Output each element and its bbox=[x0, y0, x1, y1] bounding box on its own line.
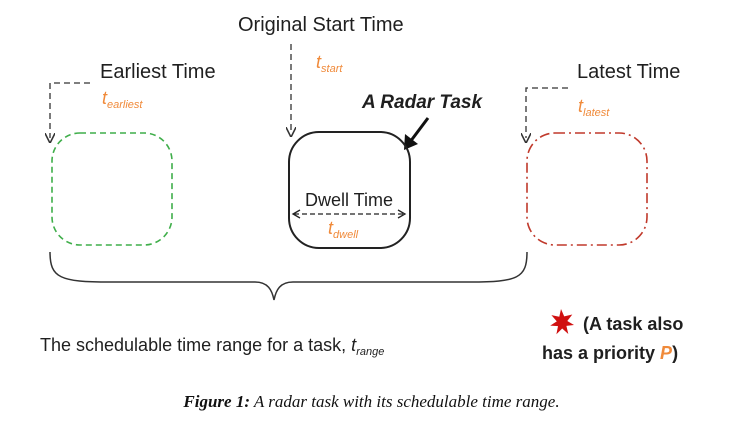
caption-text: A radar task with its schedulable time r… bbox=[249, 392, 560, 411]
t-dwell-symbol: tdwell bbox=[328, 218, 359, 241]
dwell-arrow-right bbox=[397, 209, 407, 219]
latest-time-arrow bbox=[526, 87, 568, 138]
time-range-brace bbox=[49, 251, 528, 301]
radar-task-pointer-head bbox=[404, 134, 418, 150]
radar-task-box bbox=[288, 131, 411, 249]
earliest-task-box bbox=[51, 132, 173, 246]
dwell-time-label: Dwell Time bbox=[305, 190, 393, 210]
earliest-time-arrow bbox=[50, 82, 90, 138]
dwell-arrow-left bbox=[291, 209, 301, 219]
t-latest-symbol: tlatest bbox=[578, 96, 610, 119]
figure-caption: Figure 1: A radar task with its schedula… bbox=[0, 392, 743, 412]
radar-task-diagram: Original Start Time tstart Earliest Time… bbox=[40, 14, 683, 363]
latest-time-label: Latest Time bbox=[577, 61, 680, 83]
latest-task-box bbox=[526, 132, 648, 246]
caption-label: Figure 1: bbox=[183, 392, 250, 411]
priority-note-line1: (A task also bbox=[583, 314, 683, 334]
earliest-time-label: Earliest Time bbox=[100, 61, 216, 83]
radar-task-pointer bbox=[408, 117, 430, 143]
radar-task-label: A Radar Task bbox=[361, 92, 483, 113]
t-start-symbol: tstart bbox=[316, 52, 343, 75]
original-start-time-label: Original Start Time bbox=[238, 14, 404, 36]
schedulable-range-label: The schedulable time range for a task,tr… bbox=[40, 335, 384, 358]
priority-star-icon bbox=[550, 309, 574, 335]
t-earliest-symbol: tearliest bbox=[102, 88, 143, 111]
